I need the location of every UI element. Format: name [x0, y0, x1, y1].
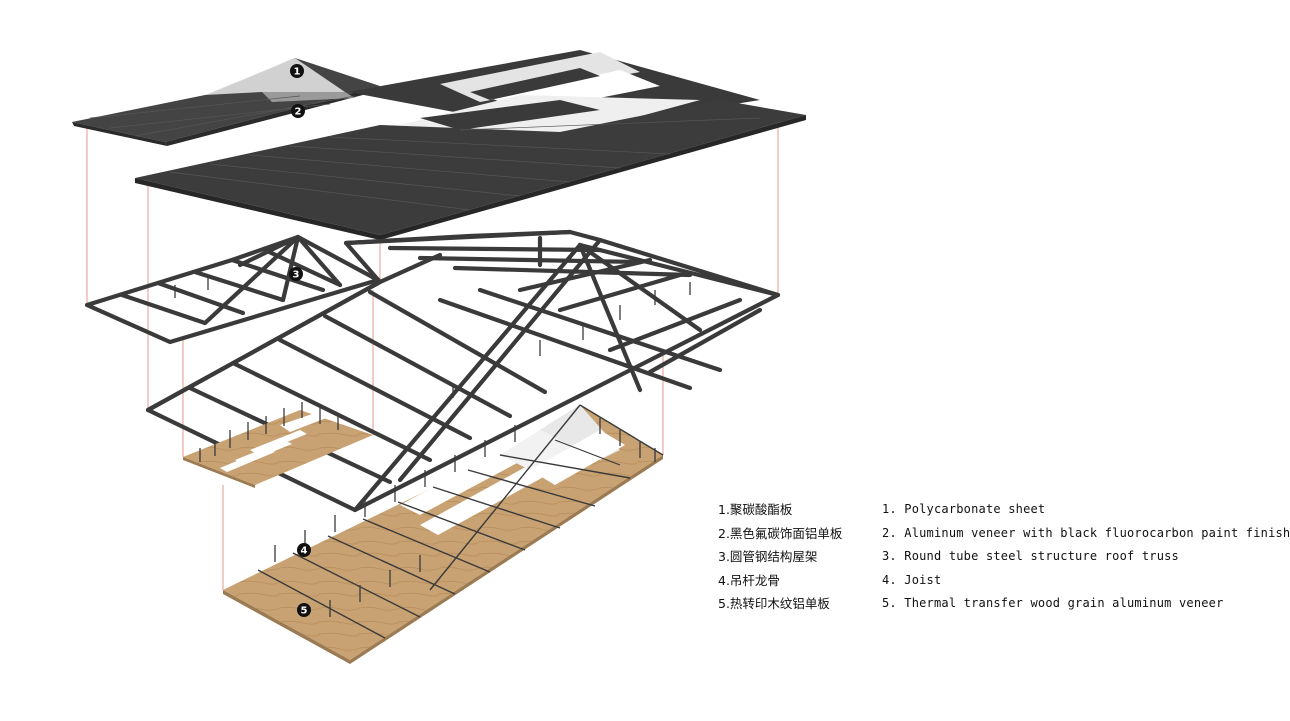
- marker-4: 4: [297, 543, 311, 557]
- small-roof-truss: [84, 234, 381, 345]
- large-roof-truss: [145, 229, 781, 513]
- marker-1: 1: [290, 64, 304, 78]
- legend-cn-item-1: 1.聚碳酸酯板: [718, 502, 793, 517]
- legend-chinese: 1.聚碳酸酯板 2.黑色氟碳饰面铝单板 3.圆管钢结构屋架 4.吊杆龙骨 5.热…: [718, 498, 842, 616]
- svg-text:1: 1: [294, 67, 301, 78]
- large-truss-posts: [452, 282, 691, 398]
- legend-cn-item-4: 4.吊杆龙骨: [718, 572, 780, 588]
- small-truss-posts: [174, 276, 209, 298]
- svg-text:4: 4: [301, 546, 308, 557]
- legend-en-item-4: 4. Joist: [882, 572, 942, 587]
- svg-text:5: 5: [301, 606, 308, 617]
- marker-3: 3: [289, 267, 303, 281]
- legend-cn-item-5: 5.热转印木纹铝单板: [718, 596, 830, 612]
- large-roof-panels: [135, 50, 806, 240]
- legend-en-item-3: 3. Round tube steel structure roof truss: [882, 549, 1179, 564]
- legend-english: 1. Polycarbonate sheet 2. Aluminum venee…: [882, 498, 1290, 616]
- svg-text:2: 2: [295, 107, 302, 118]
- marker-5: 5: [297, 603, 311, 617]
- small-ceiling-joists: [199, 402, 339, 462]
- large-ceiling-veneer: [223, 404, 664, 664]
- legend-cn-item-3: 3.圆管钢结构屋架: [718, 549, 818, 565]
- legend-cn-item-2: 2.黑色氟碳饰面铝单板: [718, 525, 843, 541]
- marker-2: 2: [291, 104, 305, 118]
- small-ceiling-veneer: [183, 410, 373, 488]
- legend-en-item-2: 2. Aluminum veneer with black fluorocarb…: [882, 525, 1290, 540]
- small-roof-panels: [72, 58, 382, 146]
- legend-en-item-1: 1. Polycarbonate sheet: [882, 502, 1046, 516]
- svg-text:3: 3: [293, 270, 300, 281]
- legend-en-item-5: 5. Thermal transfer wood grain aluminum …: [882, 596, 1224, 611]
